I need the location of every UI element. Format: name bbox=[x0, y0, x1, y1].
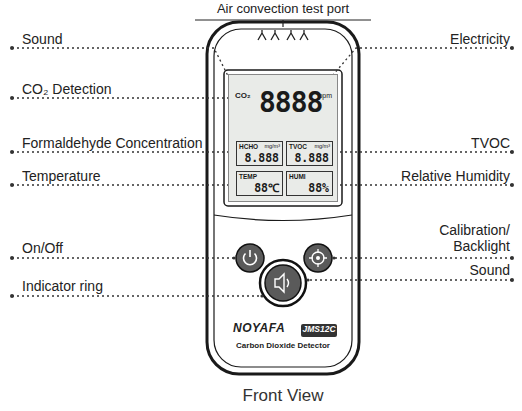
power-button bbox=[236, 244, 264, 272]
model-badge bbox=[301, 324, 337, 337]
figure-caption: Front View bbox=[243, 386, 324, 406]
callout-label: Relative Humidity bbox=[401, 168, 510, 184]
product-name: Carbon Dioxide Detector bbox=[236, 341, 330, 350]
panel-text: mg/m³ bbox=[264, 143, 280, 149]
housing-outline bbox=[207, 22, 359, 374]
screen-bezel bbox=[224, 70, 342, 206]
panel-heading: HCHO bbox=[239, 143, 258, 150]
panel-text: 8888 bbox=[259, 87, 322, 119]
panel-heading: CO₂ bbox=[235, 91, 251, 100]
callout-label: On/Off bbox=[22, 240, 63, 256]
panel-text: mg/m³ bbox=[314, 143, 330, 149]
hcho-panel: HCHO mg/m³ 8.888 bbox=[236, 141, 283, 166]
panel-heading: TVOC bbox=[289, 143, 307, 150]
brand-name: NOYAFA bbox=[233, 322, 285, 336]
callout-label: CO₂ Detection bbox=[22, 81, 111, 97]
model-number: JMS12C bbox=[302, 325, 335, 335]
humi-panel: HUMI88% bbox=[286, 171, 333, 196]
callout-label: Formaldehyde Concentration bbox=[22, 135, 203, 151]
panel-heading: HUMI bbox=[289, 173, 306, 180]
callout-label: Temperature bbox=[22, 168, 101, 184]
panel-text: 8.888 bbox=[294, 152, 329, 165]
panel-text: 8.888 bbox=[244, 152, 279, 165]
port-bracket bbox=[195, 20, 371, 21]
tvoc-panel: TVOC mg/m³ 8.888 bbox=[286, 141, 333, 166]
calibration-button bbox=[304, 244, 332, 272]
lcd-screen: CO₂ppm8888HCHOmg/m³8.888TVOCmg/m³8.888TE… bbox=[228, 74, 338, 202]
housing-seam bbox=[214, 215, 352, 221]
housing-inner bbox=[214, 29, 352, 367]
port-leader bbox=[282, 20, 283, 27]
callout-label: Electricity bbox=[450, 31, 510, 47]
panel-text: 88℃ bbox=[254, 182, 279, 195]
sound-button bbox=[260, 260, 306, 306]
callout-label: TVOC bbox=[471, 135, 510, 151]
callout-label: Sound bbox=[470, 262, 510, 278]
port-label: Air convection test port bbox=[217, 2, 349, 17]
leader-lines bbox=[12, 48, 512, 296]
leader-dots bbox=[10, 46, 514, 298]
temp-panel: TEMP 88℃ bbox=[236, 171, 283, 196]
callout-label: Calibration/ Backlight bbox=[414, 222, 510, 254]
panel-text: 88% bbox=[308, 182, 329, 195]
port-vents bbox=[258, 30, 308, 40]
panel-heading: TEMP bbox=[239, 173, 257, 180]
callout-label: Indicator ring bbox=[22, 278, 103, 294]
callout-label: Sound bbox=[22, 31, 62, 47]
